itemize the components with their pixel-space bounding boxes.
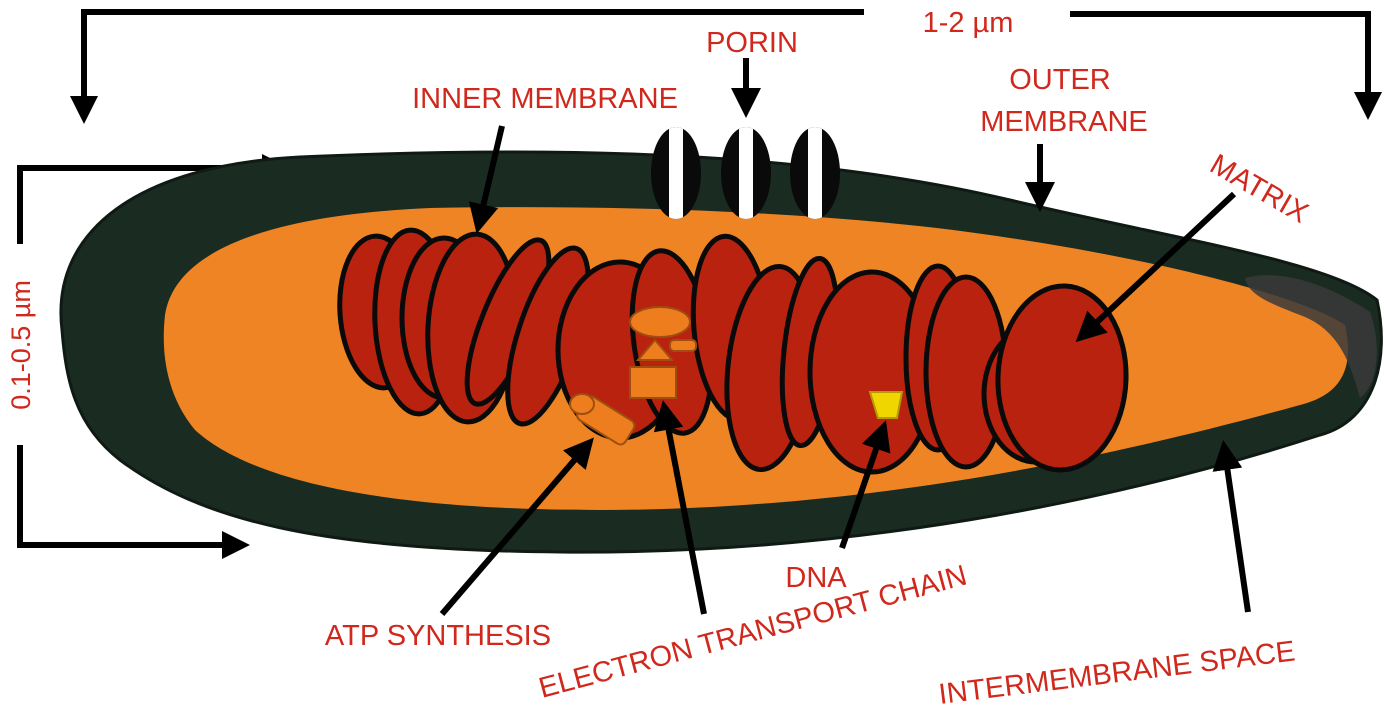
dna-arrow [839, 420, 891, 549]
matrix-arrow [1075, 191, 1237, 343]
electron-transport-complex [629, 306, 697, 399]
cristae [337, 227, 1129, 475]
electron-transport-chain-arrow [653, 400, 707, 615]
outer-membrane-dark-patch [1245, 275, 1377, 398]
width-scale-bar [17, 165, 272, 548]
atp-synthesis-label: ATP SYNTHESIS [325, 620, 551, 652]
intermembrane-space-arrow [1212, 440, 1251, 613]
dna-label: DNA [785, 562, 847, 594]
matrix-label: MATRIX [1205, 148, 1314, 229]
porin-channel [721, 127, 771, 219]
width-scale-label: 0.1-0.5 µm [6, 280, 36, 410]
porin-label: PORIN [706, 27, 798, 59]
outer-membrane-label-line2: MEMBRANE [980, 106, 1148, 138]
inner-membrane-arrow [468, 125, 505, 234]
porin-channel [651, 127, 701, 219]
outer-membrane-label-line1: OUTER [1009, 64, 1111, 96]
length-scale-bar [81, 9, 1371, 115]
dna-nucleoid [868, 391, 904, 419]
length-scale-arrowheads [70, 92, 1382, 124]
pointer-arrows [439, 58, 1251, 616]
length-scale-label: 1-2 µm [923, 7, 1014, 39]
inner-membrane-label: INNER MEMBRANE [412, 83, 678, 115]
intermembrane-space-label: INTERMEMBRANE SPACE [937, 635, 1297, 710]
porin-channel [790, 127, 840, 219]
atp-synthesis-arrow [439, 437, 594, 616]
electron-transport-chain-label: ELECTRON TRANSPORT CHAIN [536, 560, 971, 705]
atp-synthase [569, 393, 636, 446]
